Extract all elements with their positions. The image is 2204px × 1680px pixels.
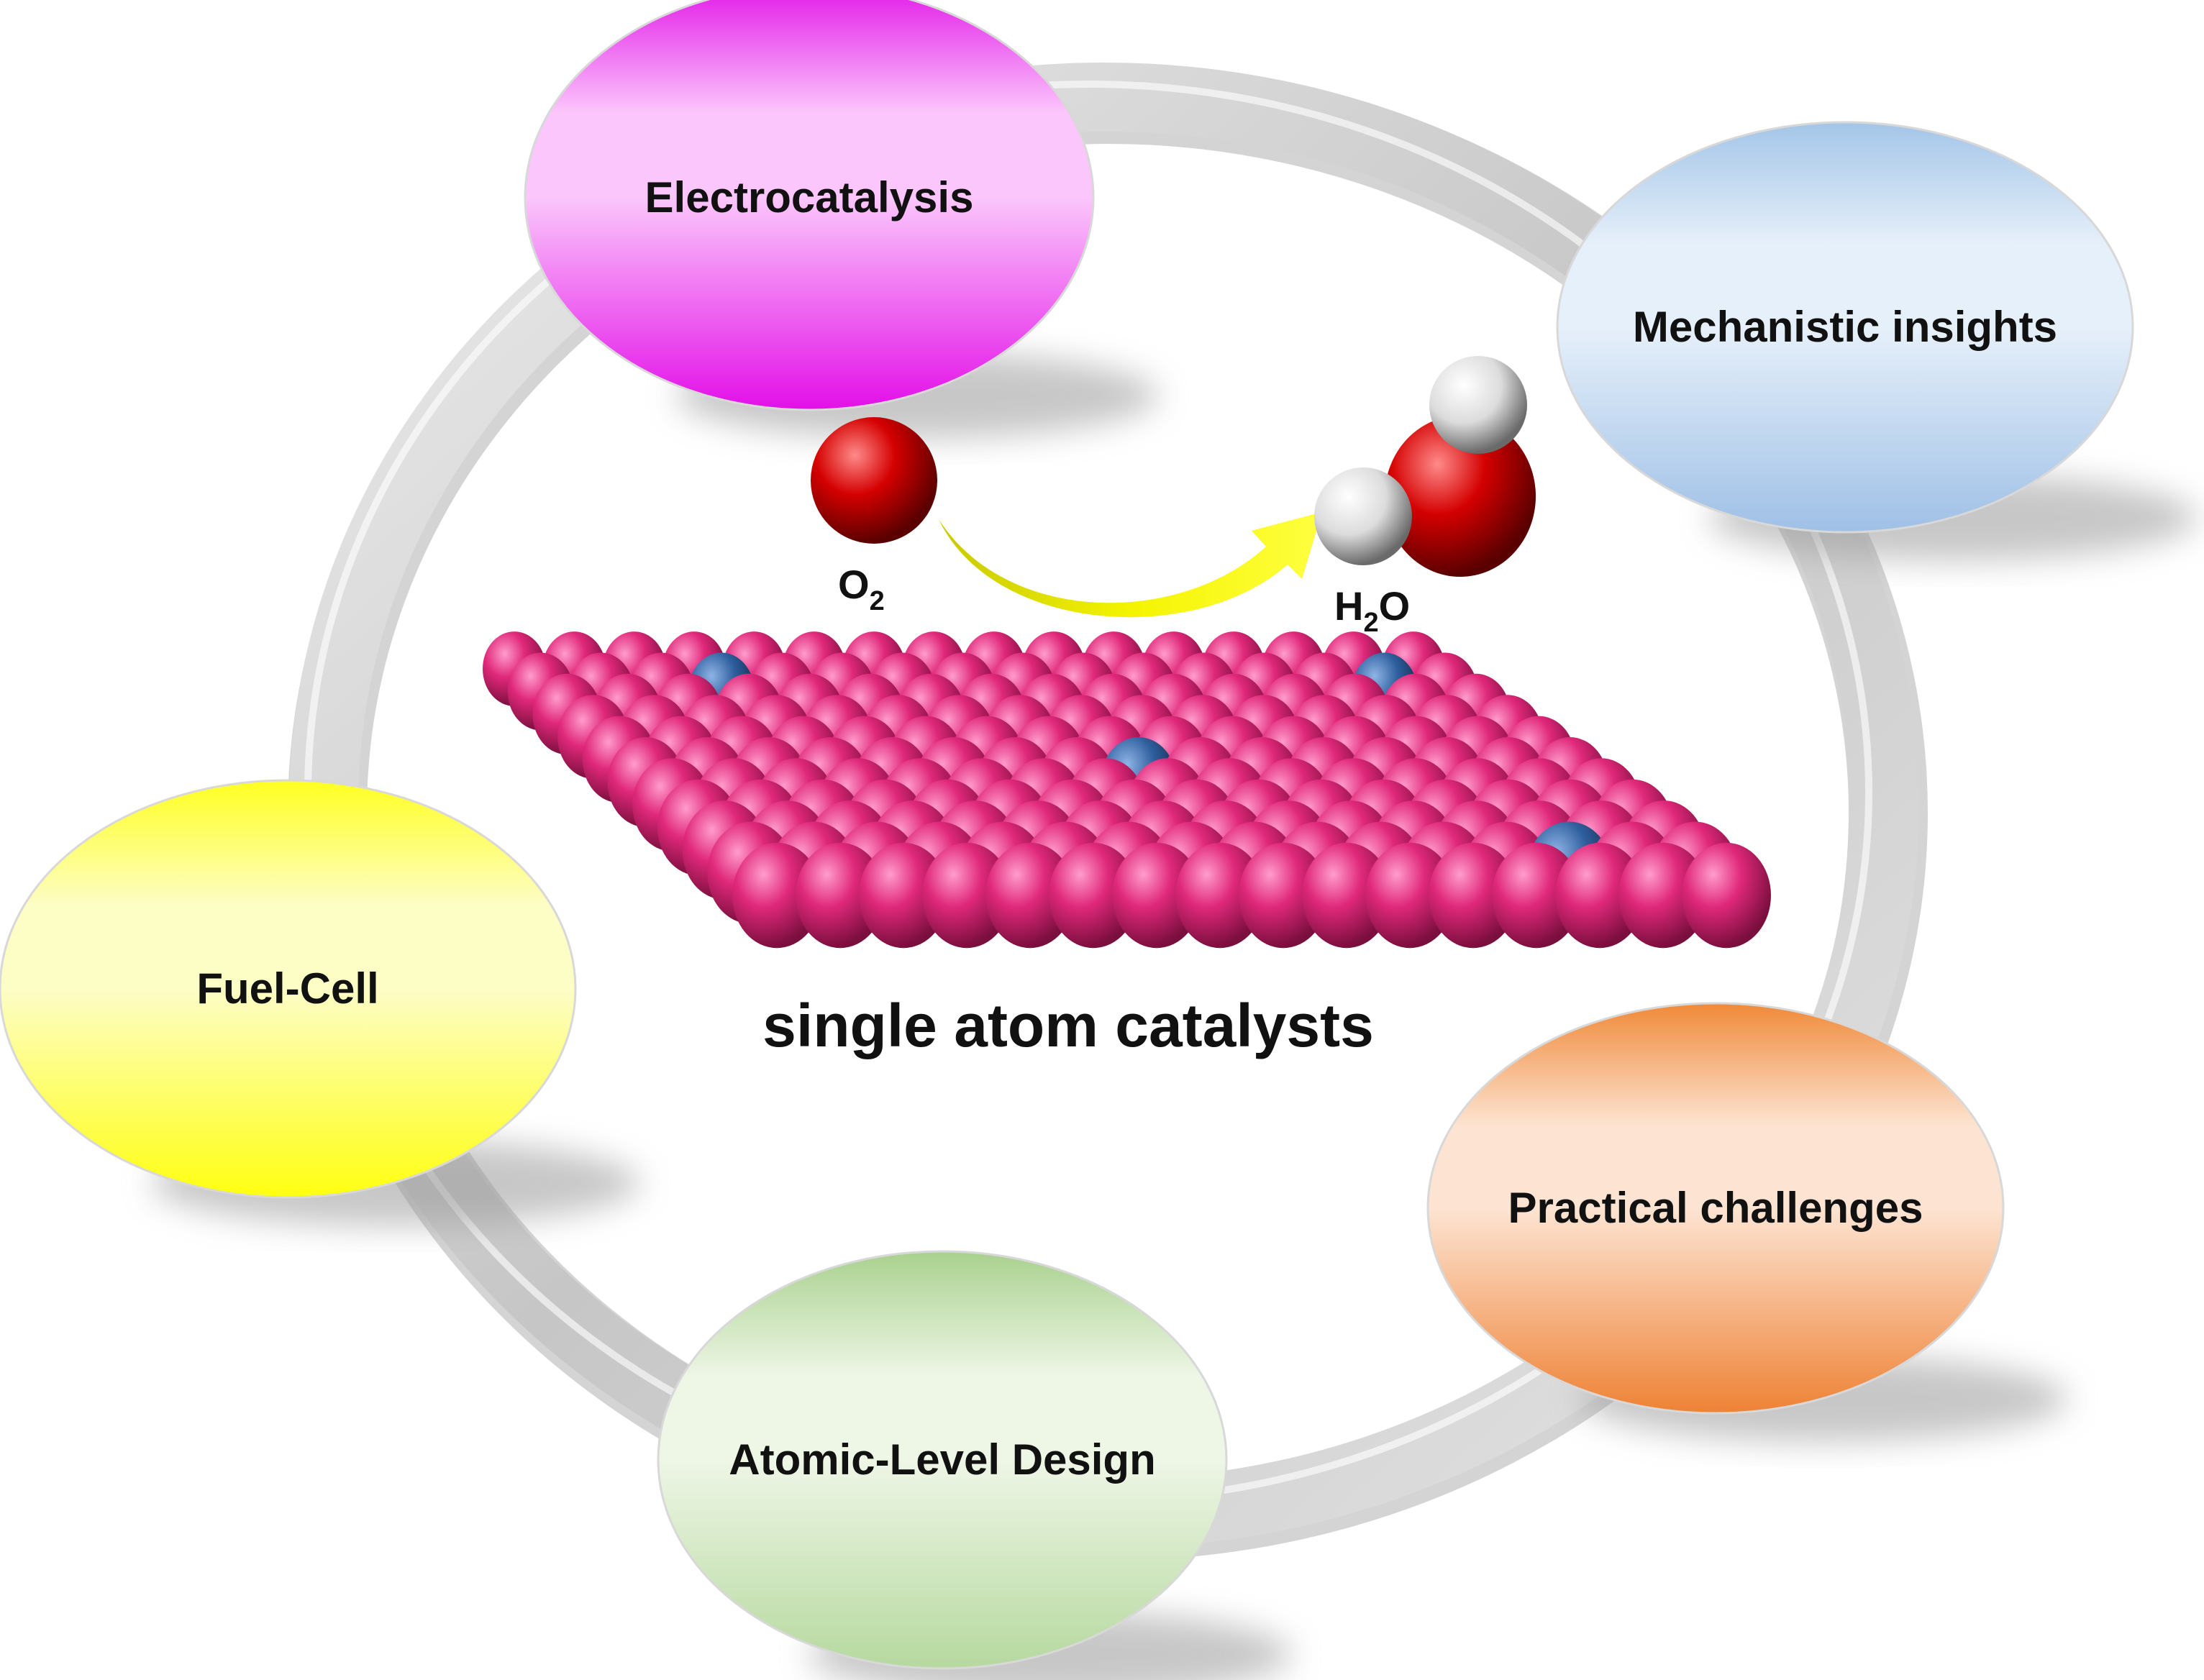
reaction: O2 H2O bbox=[811, 356, 1536, 638]
node-mechanistic: Mechanistic insights bbox=[1556, 121, 2198, 561]
node-electrocatalysis: Electrocatalysis bbox=[524, 0, 1159, 439]
center-caption: single atom catalysts bbox=[762, 992, 1374, 1059]
reaction-arrow bbox=[939, 512, 1322, 618]
lattice-atom bbox=[1049, 842, 1138, 949]
node-fuelcell: Fuel-Cell bbox=[0, 779, 640, 1226]
node-label: Fuel-Cell bbox=[196, 964, 378, 1013]
lattice-atom bbox=[1365, 842, 1454, 949]
lattice-atom bbox=[1492, 842, 1581, 949]
lattice-atom bbox=[1112, 842, 1201, 949]
lattice-atom bbox=[1429, 842, 1518, 949]
o2-label: O2 bbox=[838, 562, 885, 616]
node-atomic: Atomic-Level Design bbox=[657, 1250, 1292, 1680]
lattice-atom bbox=[1302, 842, 1391, 949]
node-label: Mechanistic insights bbox=[1633, 303, 2057, 351]
lattice-atom bbox=[1175, 842, 1265, 949]
node-label: Electrocatalysis bbox=[645, 173, 974, 222]
catalyst-lattice bbox=[483, 631, 1771, 949]
h2o-label: H2O bbox=[1334, 583, 1410, 638]
lattice-atom bbox=[985, 842, 1075, 949]
node-bubble bbox=[1556, 121, 2134, 534]
oxygen-atom bbox=[811, 417, 937, 544]
node-bubble bbox=[1426, 1002, 2005, 1415]
node-label: Practical challenges bbox=[1508, 1184, 1923, 1232]
lattice-atom bbox=[859, 842, 948, 949]
node-bubble bbox=[524, 0, 1095, 411]
node-bubble bbox=[0, 779, 577, 1199]
lattice-atom bbox=[1555, 842, 1644, 949]
lattice-atom bbox=[796, 842, 885, 949]
lattice-atom bbox=[732, 842, 821, 949]
lattice-atom bbox=[1239, 842, 1328, 949]
lattice-atom bbox=[1682, 842, 1771, 949]
node-practical: Practical challenges bbox=[1426, 1002, 2068, 1442]
lattice-atom bbox=[1618, 842, 1708, 949]
lattice-atom bbox=[922, 842, 1011, 949]
water-molecule bbox=[1314, 356, 1536, 577]
node-label: Atomic-Level Design bbox=[729, 1435, 1155, 1484]
node-bubble bbox=[657, 1250, 1228, 1670]
